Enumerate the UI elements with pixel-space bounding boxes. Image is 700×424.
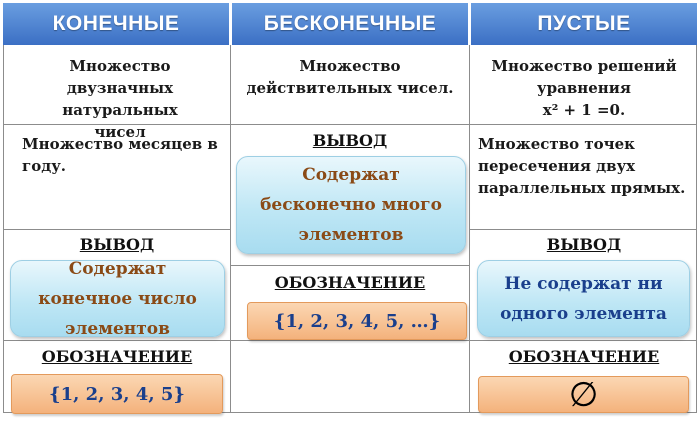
empty-notation-label: ОБОЗНАЧЕНИЕ	[508, 347, 660, 366]
empty-example-1: Множество решений уравнения	[491, 57, 677, 97]
finite-conclusion-box: Содержат конечное число элементов	[10, 260, 225, 337]
infinite-conclusion-label: ВЫВОД	[312, 131, 388, 150]
finite-conclusion-label: ВЫВОД	[79, 235, 155, 254]
header-infinite: БЕСКОНЕЧНЫЕ	[232, 3, 468, 45]
grid-line	[3, 340, 697, 341]
grid-line	[230, 265, 470, 266]
grid-line	[469, 229, 697, 230]
empty-example-2: Множество точек пересечения двух паралле…	[478, 135, 686, 197]
empty-notation-box: ∅	[478, 374, 689, 415]
finite-notation-label: ОБОЗНАЧЕНИЕ	[41, 347, 193, 366]
grid-line	[3, 229, 231, 230]
empty-equation: x² + 1 =0.	[542, 101, 626, 119]
empty-conclusion-label: ВЫВОД	[546, 235, 622, 254]
infinite-notation-box: {1, 2, 3, 4, 5, …}	[247, 302, 467, 340]
empty-conclusion-box: Не содержат ни одного элемента	[477, 260, 690, 337]
empty-set-symbol: ∅	[568, 374, 599, 415]
header-finite: КОНЕЧНЫЕ	[3, 3, 229, 45]
infinite-notation-label: ОБОЗНАЧЕНИЕ	[274, 273, 426, 292]
grid-line	[3, 412, 697, 413]
infinite-example-1: Множество действительных чисел.	[246, 57, 454, 97]
header-empty: ПУСТЫЕ	[471, 3, 697, 45]
infinite-conclusion-box: Содержат бесконечно много элементов	[236, 156, 466, 254]
finite-example-1: Множество двузначных натуральных чисел	[62, 57, 178, 141]
grid-line	[3, 124, 697, 125]
finite-example-2: Множество месяцев в году.	[22, 135, 218, 175]
finite-notation-box: {1, 2, 3, 4, 5}	[11, 374, 223, 414]
